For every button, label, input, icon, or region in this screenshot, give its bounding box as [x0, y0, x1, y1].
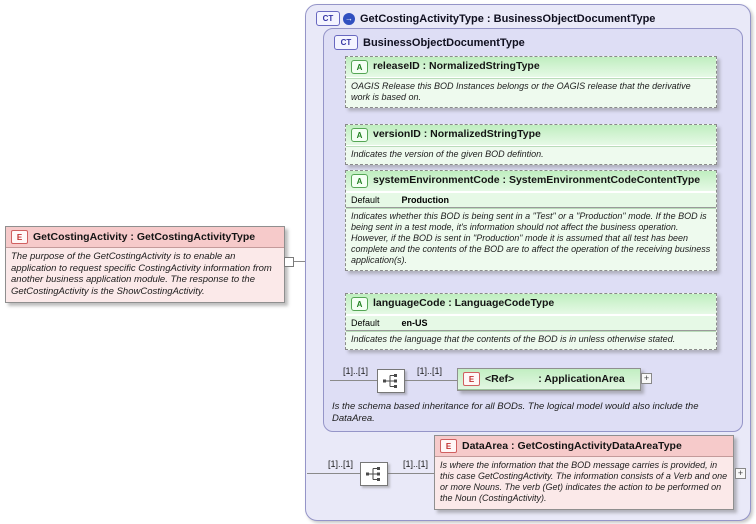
- attribute-title: releaseID : NormalizedStringType: [373, 60, 540, 72]
- cardinality-label: [1]..[1]: [328, 459, 354, 469]
- default-value: en-US: [401, 318, 428, 328]
- element-title: GetCostingActivity : GetCostingActivityT…: [33, 231, 256, 243]
- attribute-doc: Indicates the language that the contents…: [346, 331, 716, 349]
- attribute-systemenvironmentcode-header[interactable]: A systemEnvironmentCode : SystemEnvironm…: [346, 171, 716, 192]
- sequence-glyph: [366, 467, 380, 481]
- ref-name: <Ref>: [485, 373, 515, 385]
- attribute-languagecode-header[interactable]: A languageCode : LanguageCodeType: [346, 294, 716, 315]
- attribute-icon: A: [351, 128, 368, 142]
- sequence-compositor-icon[interactable]: [377, 369, 405, 393]
- element-doc: Is where the information that the BOD me…: [440, 460, 728, 503]
- attribute-doc: Indicates the version of the given BOD d…: [346, 146, 716, 164]
- element-ref-applicationarea: E <Ref> : ApplicationArea: [457, 368, 641, 391]
- default-label: Default: [351, 195, 380, 205]
- connector-handle: [284, 257, 294, 267]
- complextype-businessobjectdocumenttype: CT BusinessObjectDocumentType A releaseI…: [323, 28, 743, 432]
- inheritance-doc: Is the schema based inheritance for all …: [332, 401, 699, 424]
- element-getcostingactivity: E GetCostingActivity : GetCostingActivit…: [5, 226, 285, 303]
- attribute-icon: A: [351, 174, 368, 188]
- attribute-default-row: Default Production: [346, 192, 716, 208]
- element-dataarea-header[interactable]: E DataArea : GetCostingActivityDataAreaT…: [435, 436, 733, 457]
- element-icon: E: [440, 439, 457, 453]
- attribute-icon: A: [351, 297, 368, 311]
- cardinality-label: [1]..[1]: [403, 459, 429, 469]
- complextype-icon: CT: [316, 11, 340, 26]
- element-ref-header[interactable]: E <Ref> : ApplicationArea: [458, 369, 640, 390]
- outer-type-header[interactable]: CT → GetCostingActivityType : BusinessOb…: [316, 11, 655, 26]
- complextype-icon: CT: [334, 35, 358, 50]
- sequence-compositor-icon[interactable]: [360, 462, 388, 486]
- ref-type: : ApplicationArea: [538, 373, 625, 385]
- inner-type-header[interactable]: CT BusinessObjectDocumentType: [334, 35, 525, 50]
- attribute-versionid-header[interactable]: A versionID : NormalizedStringType: [346, 125, 716, 146]
- cardinality-label: [1]..[1]: [343, 366, 369, 376]
- complextype-getcostingactivitytype: CT → GetCostingActivityType : BusinessOb…: [305, 4, 751, 521]
- default-label: Default: [351, 318, 380, 328]
- element-doc: The purpose of the GetCostingActivity is…: [11, 251, 272, 297]
- element-icon: E: [463, 372, 480, 386]
- attribute-doc: Indicates whether this BOD is being sent…: [346, 208, 716, 270]
- attribute-systemenvironmentcode: A systemEnvironmentCode : SystemEnvironm…: [345, 170, 717, 271]
- attribute-languagecode: A languageCode : LanguageCodeType Defaul…: [345, 293, 717, 350]
- sequence-glyph: [383, 374, 397, 388]
- attribute-title: languageCode : LanguageCodeType: [373, 297, 555, 309]
- default-value: Production: [401, 195, 450, 205]
- attribute-doc: OAGIS Release this BOD Instances belongs…: [346, 78, 716, 107]
- attribute-releaseid: A releaseID : NormalizedStringType OAGIS…: [345, 56, 717, 108]
- attribute-icon: A: [351, 60, 368, 74]
- element-title: DataArea : GetCostingActivityDataAreaTyp…: [462, 440, 682, 452]
- cardinality-label: [1]..[1]: [417, 366, 443, 376]
- connector-line: [292, 261, 306, 262]
- derivation-arrow-icon: →: [343, 12, 355, 25]
- attribute-versionid: A versionID : NormalizedStringType Indic…: [345, 124, 717, 165]
- inner-type-title: BusinessObjectDocumentType: [363, 36, 525, 49]
- element-getcostingactivity-header[interactable]: E GetCostingActivity : GetCostingActivit…: [6, 227, 284, 248]
- attribute-releaseid-header[interactable]: A releaseID : NormalizedStringType: [346, 57, 716, 78]
- expand-button[interactable]: +: [735, 468, 746, 479]
- element-dataarea: E DataArea : GetCostingActivityDataAreaT…: [434, 435, 734, 510]
- attribute-default-row: Default en-US: [346, 315, 716, 331]
- expand-button[interactable]: +: [641, 373, 652, 384]
- attribute-title: versionID : NormalizedStringType: [373, 128, 541, 140]
- outer-type-title: GetCostingActivityType : BusinessObjectD…: [360, 12, 656, 25]
- attribute-title: systemEnvironmentCode : SystemEnvironmen…: [373, 174, 701, 186]
- element-icon: E: [11, 230, 28, 244]
